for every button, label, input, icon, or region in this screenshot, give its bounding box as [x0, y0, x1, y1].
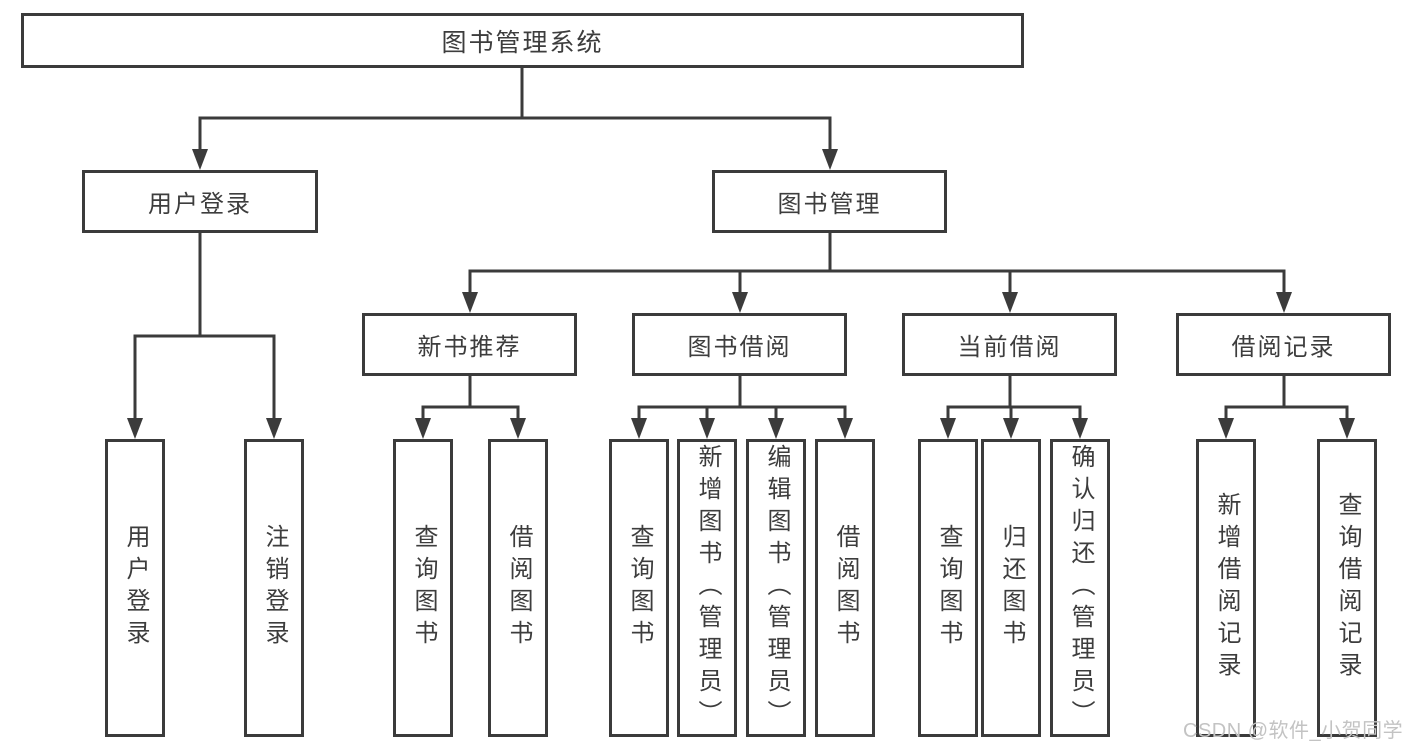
leaf-borrow-books-borrowing: 借阅图书	[815, 439, 875, 737]
node-book-borrowing: 图书借阅	[632, 313, 847, 376]
leaf-label: 查询借阅记录	[1334, 492, 1361, 684]
leaf-label: 新增借阅记录	[1213, 492, 1240, 684]
leaf-add-borrow-record: 新增借阅记录	[1196, 439, 1256, 737]
csdn-watermark: CSDN @软件_小贺同学	[1183, 720, 1404, 742]
leaf-edit-books-admin: 编辑图书（管理员）	[746, 439, 806, 737]
node-label: 用户登录	[148, 191, 252, 218]
leaf-add-books-admin: 新增图书（管理员）	[677, 439, 737, 737]
node-label: 借阅记录	[1231, 334, 1336, 361]
leaf-query-books-borrowing: 查询图书	[609, 439, 669, 737]
connector-new-book-children	[415, 376, 526, 439]
connector-root-to-level2	[192, 68, 838, 170]
leaf-label: 注销登录	[261, 524, 288, 652]
leaf-logout: 注销登录	[244, 439, 304, 737]
leaf-label: 用户登录	[122, 524, 149, 652]
leaf-label: 查询图书	[410, 524, 437, 652]
leaf-user-login: 用户登录	[105, 439, 165, 737]
connector-book-mgmt-branch	[462, 233, 1292, 313]
leaf-label: 编辑图书（管理员）	[763, 444, 790, 732]
leaf-query-books-current: 查询图书	[918, 439, 978, 737]
node-label: 新书推荐	[417, 334, 522, 361]
node-label: 图书借阅	[687, 334, 792, 361]
leaf-query-borrow-record: 查询借阅记录	[1317, 439, 1377, 737]
node-library-system: 图书管理系统	[21, 13, 1024, 68]
leaf-label: 借阅图书	[832, 524, 859, 652]
connector-records-children	[1218, 376, 1355, 439]
leaf-label: 归还图书	[998, 524, 1025, 652]
node-label: 当前借阅	[957, 334, 1062, 361]
node-borrow-records: 借阅记录	[1176, 313, 1391, 376]
connector-borrowing-children	[631, 376, 853, 439]
node-label: 图书管理	[777, 191, 882, 218]
connector-user-login-branch	[127, 233, 282, 439]
leaf-label: 借阅图书	[505, 524, 532, 652]
leaf-query-books-recommend: 查询图书	[393, 439, 453, 737]
leaf-label: 确认归还（管理员）	[1067, 444, 1094, 732]
leaf-label: 新增图书（管理员）	[694, 444, 721, 732]
leaf-return-books: 归还图书	[981, 439, 1041, 737]
node-book-management: 图书管理	[712, 170, 947, 233]
node-current-borrowing: 当前借阅	[902, 313, 1117, 376]
leaf-confirm-return-admin: 确认归还（管理员）	[1050, 439, 1110, 737]
leaf-label: 查询图书	[626, 524, 653, 652]
connector-current-borrowing-children	[940, 376, 1088, 439]
leaf-label: 查询图书	[935, 524, 962, 652]
node-label: 图书管理系统	[441, 28, 604, 57]
node-new-book-recommend: 新书推荐	[362, 313, 577, 376]
leaf-borrow-books-recommend: 借阅图书	[488, 439, 548, 737]
node-user-login: 用户登录	[82, 170, 318, 233]
